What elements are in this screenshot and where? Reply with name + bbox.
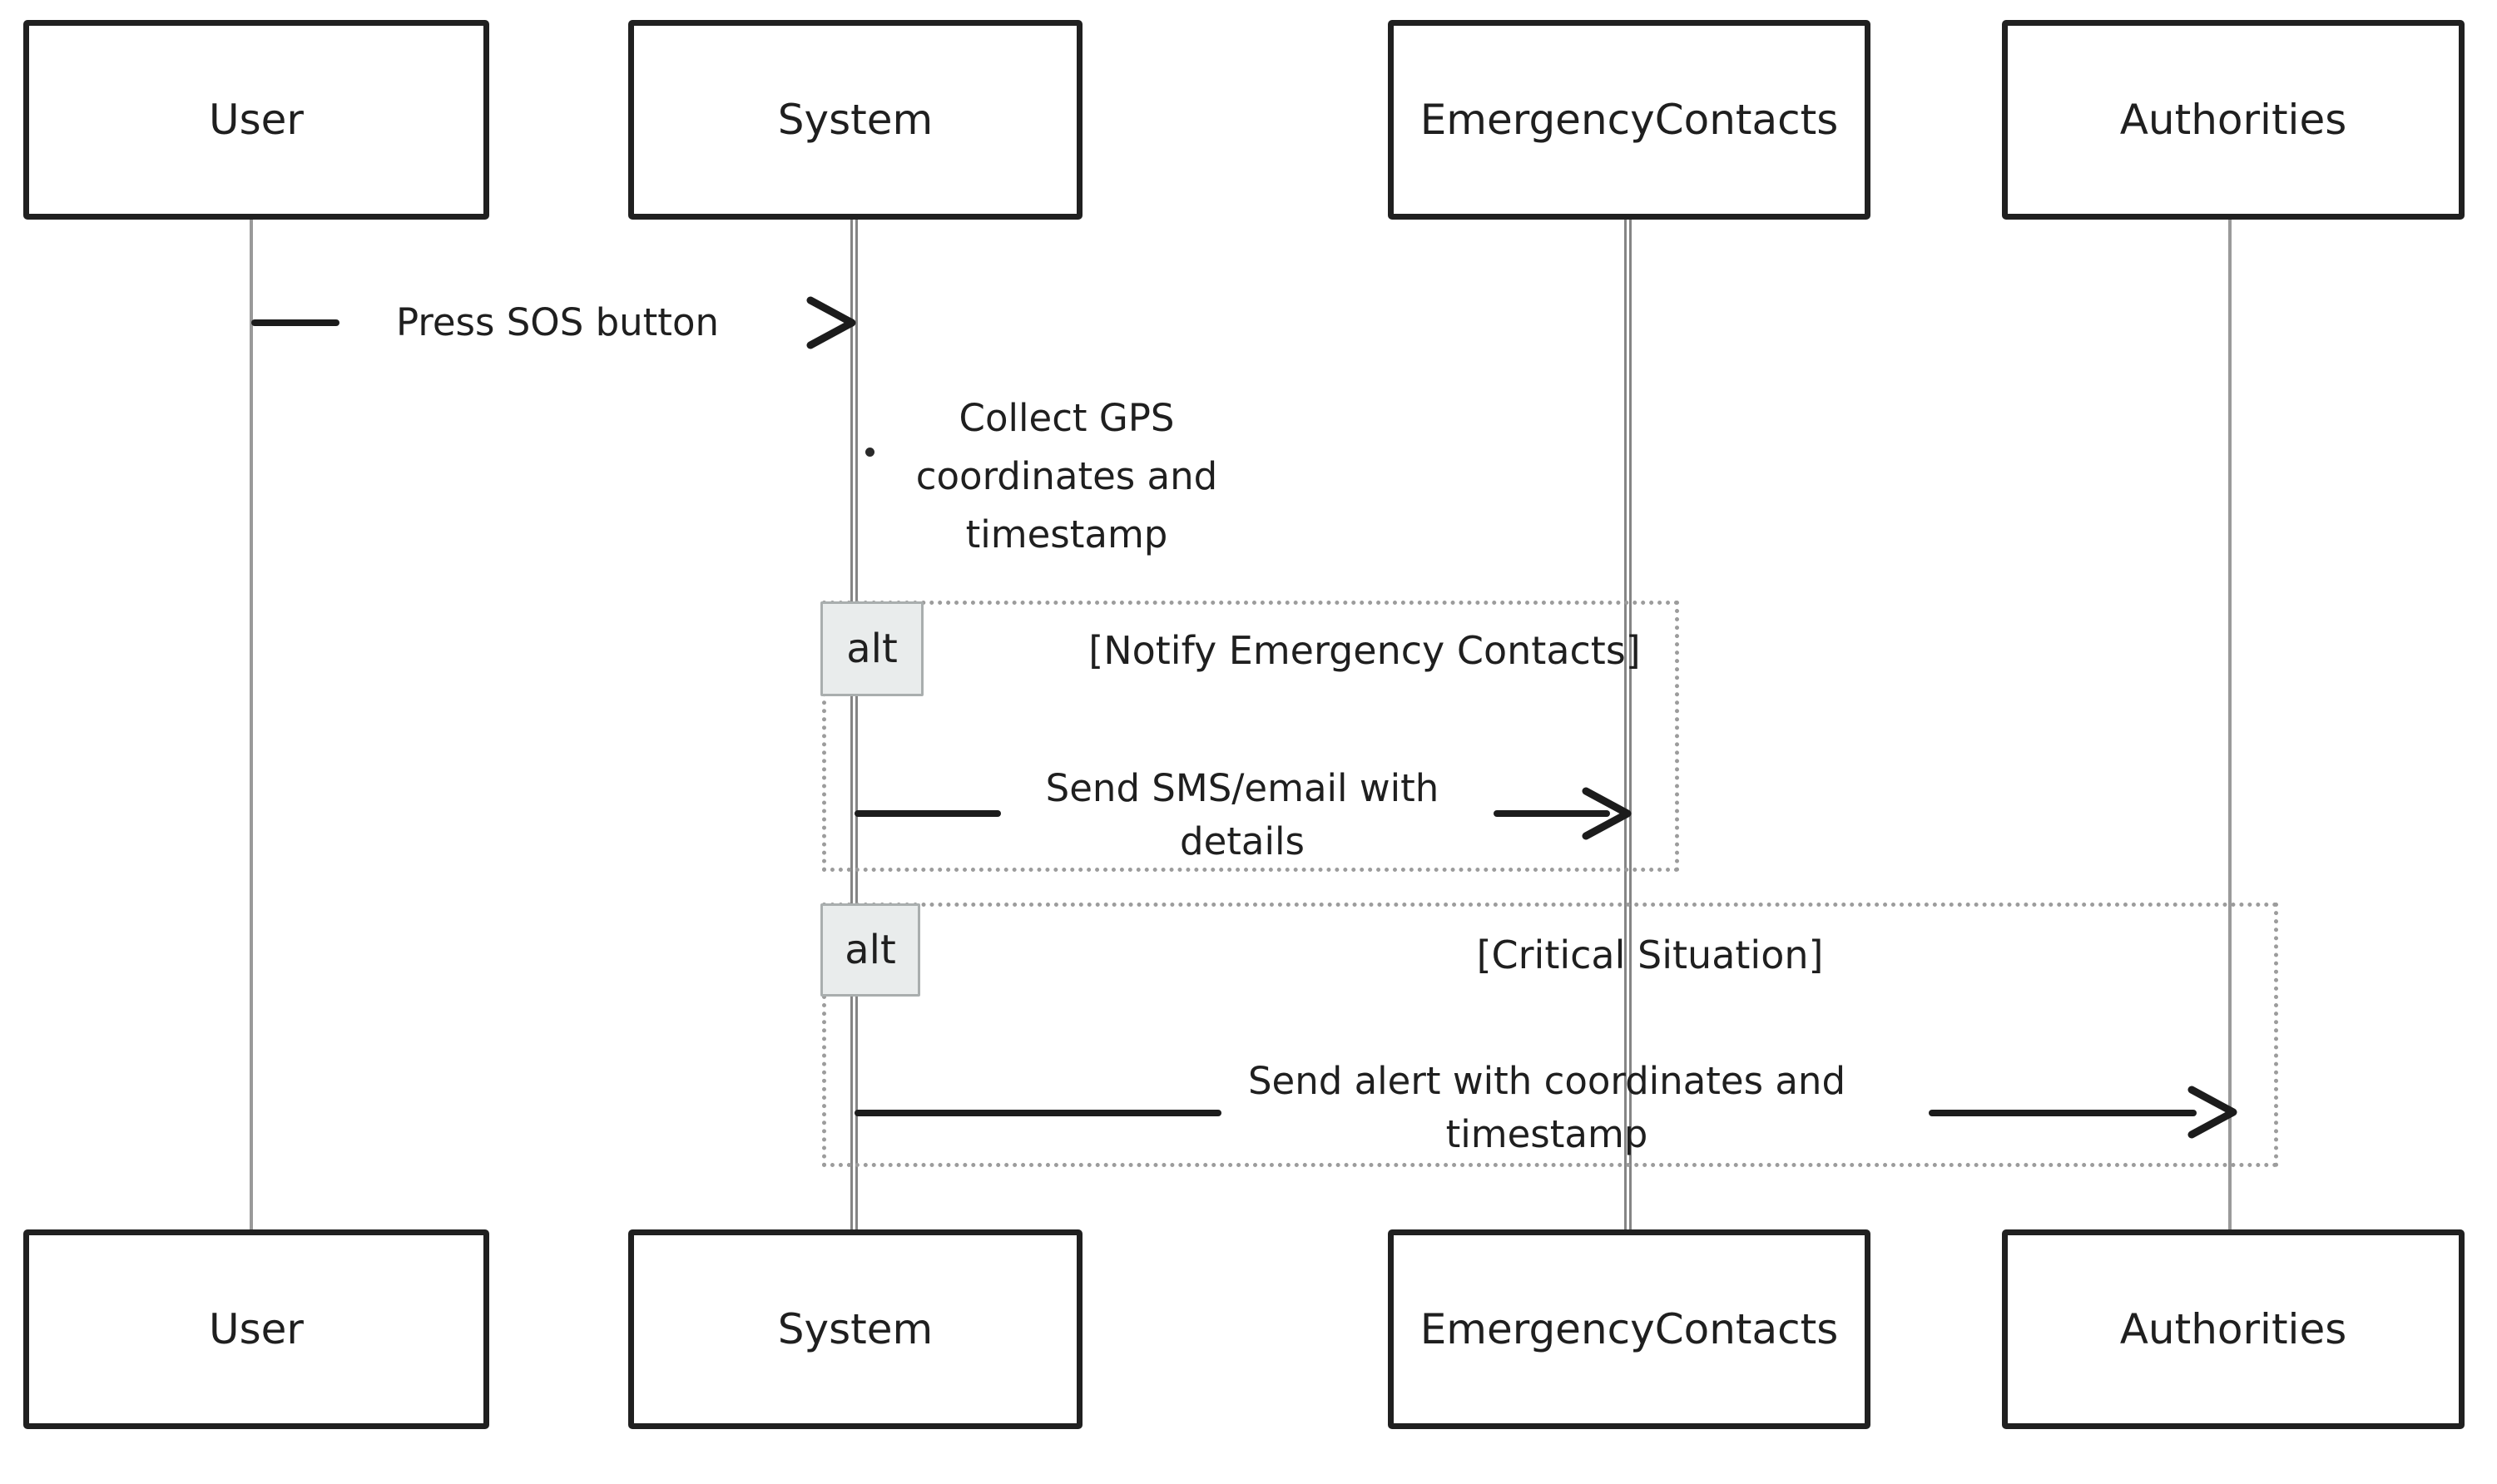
lifeline-system: [850, 220, 858, 1231]
note-line: Collect GPS: [959, 396, 1175, 440]
participant-box-authorities-top: Authorities: [2002, 20, 2465, 220]
note-line: timestamp: [965, 512, 1168, 556]
participant-label: User: [209, 96, 304, 144]
lifeline-emergencycontacts: [1624, 220, 1632, 1231]
message-text: details: [1180, 819, 1305, 863]
alt-operator-text-1: alt: [846, 626, 898, 672]
participant-box-system-bottom: System: [628, 1229, 1083, 1429]
alt-operator-label-2: alt: [820, 903, 920, 997]
message-text: Send alert with coordinates and: [1247, 1059, 1846, 1103]
participant-label: System: [777, 1305, 934, 1353]
alt-fragment-critical-situation: [822, 903, 2278, 1167]
alt-fragment-notify-contacts: [822, 601, 1679, 872]
message-label-send-alert: Send alert with coordinates and timestam…: [1201, 1055, 1892, 1161]
participant-label: EmergencyContacts: [1419, 96, 1839, 144]
message-line-send-sms: [855, 810, 1001, 817]
participant-label: Authorities: [2119, 96, 2347, 144]
participant-box-user-top: User: [23, 20, 489, 220]
message-text: Send SMS/email with: [1045, 766, 1439, 810]
participant-box-user-bottom: User: [23, 1229, 489, 1429]
message-label-press-sos: Press SOS button: [316, 296, 799, 349]
message-text: Press SOS button: [395, 300, 719, 344]
participant-label: System: [777, 96, 934, 144]
lifeline-user: [250, 220, 253, 1231]
participant-box-emergencycontacts-top: EmergencyContacts: [1388, 20, 1870, 220]
message-line-press-sos: [251, 319, 339, 326]
arrowhead-icon: [806, 296, 856, 349]
arrowhead-icon: [1582, 787, 1632, 840]
message-line-send-sms: [1494, 810, 1610, 817]
note-collect-gps: Collect GPS coordinates and timestamp: [849, 389, 1285, 564]
self-message-dot: [865, 448, 874, 457]
message-label-send-sms: Send SMS/email with details: [998, 762, 1486, 868]
note-line: coordinates and: [915, 454, 1218, 498]
message-text: timestamp: [1445, 1112, 1648, 1156]
alt-guard-notify-contacts: [Notify Emergency Contacts]: [1088, 628, 1641, 673]
alt-guard-critical-situation: [Critical Situation]: [1476, 932, 1824, 977]
participant-box-emergencycontacts-bottom: EmergencyContacts: [1388, 1229, 1870, 1429]
alt-operator-text-2: alt: [845, 927, 896, 973]
participant-box-authorities-bottom: Authorities: [2002, 1229, 2465, 1429]
arrowhead-icon: [2187, 1086, 2237, 1139]
message-line-send-alert: [1929, 1110, 2197, 1116]
lifeline-authorities: [2228, 220, 2232, 1231]
message-line-send-alert: [855, 1110, 1221, 1116]
participant-label: User: [209, 1305, 304, 1353]
participant-label: Authorities: [2119, 1305, 2347, 1353]
participant-label: EmergencyContacts: [1419, 1305, 1839, 1353]
participant-box-system-top: System: [628, 20, 1083, 220]
alt-operator-label-1: alt: [820, 601, 924, 696]
